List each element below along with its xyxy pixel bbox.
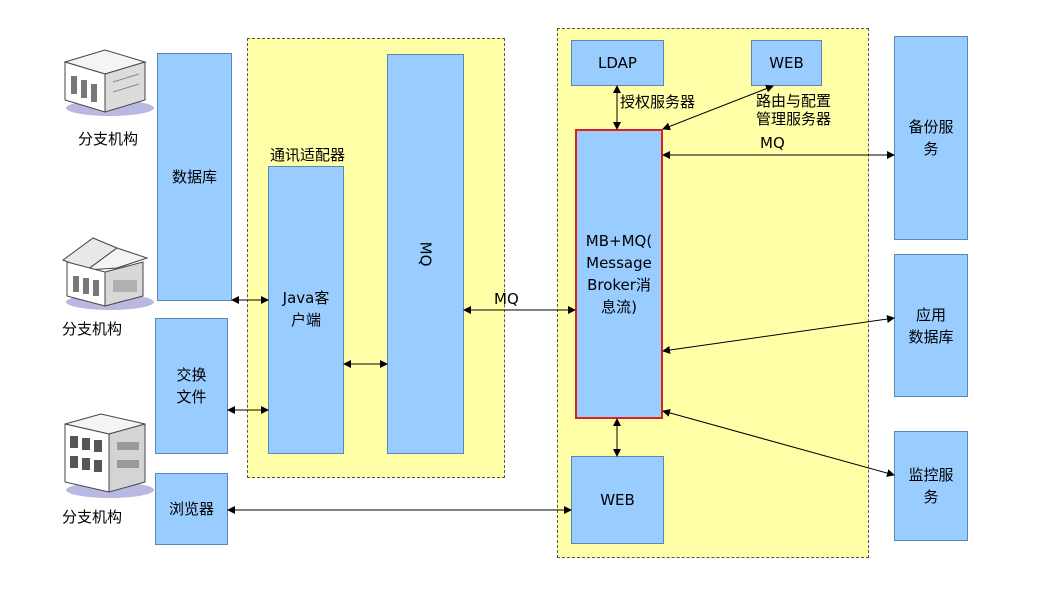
- app-database-label: 应用 数据库: [908, 305, 954, 346]
- browser-box: 浏览器: [155, 473, 228, 545]
- mb-mq-label: MB+MQ( Message Broker消 息流): [585, 232, 653, 316]
- building-icon: [55, 40, 155, 120]
- backup-service-label: 备份服 务: [908, 118, 954, 158]
- mq-backup-connector-label: MQ: [760, 134, 785, 152]
- arrow-mbmq-appdb: [662, 315, 895, 354]
- mb-mq-box: MB+MQ( Message Broker消 息流): [575, 129, 663, 419]
- branch-label-1: 分支机构: [78, 130, 139, 148]
- database-box: 数据库: [157, 53, 232, 301]
- adapter-zone-title: 通讯适配器: [270, 146, 346, 164]
- exchange-file-box: 交换 文件: [155, 318, 228, 454]
- exchange-file-label: 交换 文件: [176, 366, 207, 406]
- app-database-box: 应用 数据库: [894, 254, 968, 397]
- mq-box: MQ: [387, 54, 464, 454]
- arrow-mbmq-monitor: [662, 409, 895, 477]
- branch-label-3: 分支机构: [62, 508, 123, 526]
- ldap-label: LDAP: [598, 54, 637, 72]
- web-bottom-box: WEB: [571, 456, 664, 544]
- building-icon: [55, 410, 155, 500]
- backup-service-box: 备份服 务: [894, 36, 968, 240]
- database-label: 数据库: [171, 168, 217, 186]
- building-icon: [55, 232, 155, 314]
- monitor-service-label: 监控服 务: [908, 466, 954, 506]
- web-bottom-label: WEB: [600, 491, 635, 509]
- browser-label: 浏览器: [168, 500, 214, 518]
- branch-label-2: 分支机构: [62, 320, 123, 338]
- java-client-label: Java客 户端: [282, 289, 330, 329]
- routing-server-label: 路由与配置 管理服务器: [756, 92, 832, 128]
- mq-connector-label: MQ: [494, 290, 519, 308]
- monitor-service-box: 监控服 务: [894, 431, 968, 541]
- web-top-label: WEB: [769, 54, 804, 72]
- web-top-box: WEB: [751, 40, 822, 86]
- java-client-box: Java客 户端: [268, 166, 344, 454]
- arrow-web-mbmq: [662, 84, 774, 131]
